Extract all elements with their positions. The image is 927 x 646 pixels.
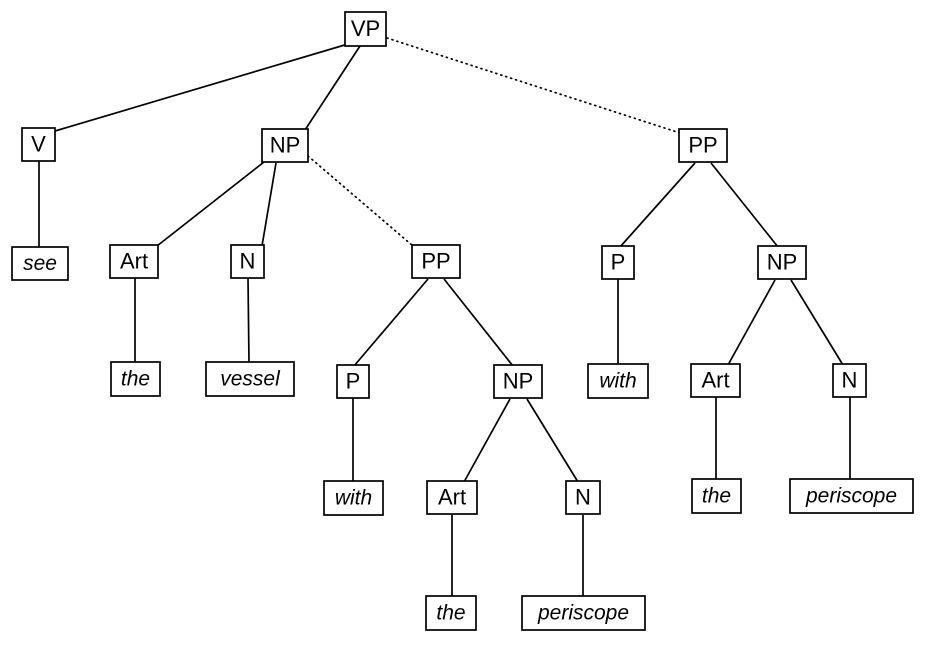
- node-label-v: V: [31, 131, 46, 156]
- category-node-v[interactable]: V: [21, 127, 56, 162]
- node-label-np_right: NP: [767, 249, 798, 274]
- node-box-see: [11, 246, 69, 281]
- node-box-p_right: [601, 245, 635, 280]
- category-node-vp[interactable]: VP: [344, 11, 387, 47]
- node-box-pp_mid: [411, 244, 461, 279]
- category-node-art_r[interactable]: Art: [690, 363, 741, 398]
- category-node-n1[interactable]: N: [230, 244, 265, 279]
- node-box-with_r: [587, 363, 649, 399]
- node-label-p_mid: P: [346, 368, 361, 393]
- edges-layer: [38, 37, 851, 597]
- node-label-n1: N: [240, 248, 256, 273]
- category-node-np_mid[interactable]: NP: [493, 364, 543, 399]
- leaf-node-the_m[interactable]: the: [425, 595, 477, 631]
- node-label-n_m: N: [575, 484, 591, 509]
- tree-edge-pp_right-np_right: [710, 162, 779, 248]
- node-label-see: see: [23, 252, 57, 275]
- tree-edge-np1-pp_mid: [307, 155, 414, 247]
- node-label-vp: VP: [351, 16, 380, 41]
- category-node-pp_mid[interactable]: PP: [411, 244, 461, 279]
- node-box-n_r: [832, 363, 867, 398]
- node-box-the_r: [691, 478, 742, 514]
- tree-edge-pp_mid-np_mid: [443, 278, 514, 367]
- node-box-periscope_m: [521, 595, 646, 631]
- category-node-art_m[interactable]: Art: [426, 480, 478, 515]
- tree-edge-vp-v: [54, 43, 349, 132]
- tree-edge-np1-art1: [156, 161, 265, 247]
- node-box-the_m: [425, 595, 477, 631]
- tree-edge-np_right-art_r: [727, 279, 776, 366]
- node-label-np_mid: NP: [503, 368, 534, 393]
- category-node-pp_right[interactable]: PP: [678, 128, 728, 163]
- category-node-np1[interactable]: NP: [261, 128, 309, 163]
- leaf-node-with_m[interactable]: with: [323, 480, 384, 516]
- node-box-n_m: [565, 480, 601, 515]
- tree-edge-vp-pp_right: [386, 37, 681, 134]
- node-box-np1: [261, 128, 309, 163]
- tree-edge-n1-vessel: [247, 277, 250, 364]
- category-node-n_m[interactable]: N: [565, 480, 601, 515]
- leaf-node-see[interactable]: see: [11, 246, 69, 281]
- category-node-p_right[interactable]: P: [601, 245, 635, 280]
- node-box-art_r: [690, 363, 741, 398]
- tree-edge-np_right-n_r: [790, 279, 844, 366]
- node-box-art1: [109, 244, 159, 279]
- leaf-node-periscope_r[interactable]: periscope: [789, 478, 914, 514]
- node-label-periscope_r: periscope: [805, 485, 897, 508]
- category-node-np_right[interactable]: NP: [757, 245, 807, 280]
- category-node-n_r[interactable]: N: [832, 363, 867, 398]
- node-label-pp_right: PP: [688, 132, 717, 157]
- node-box-pp_right: [678, 128, 728, 163]
- category-node-art1[interactable]: Art: [109, 244, 159, 279]
- node-label-art1: Art: [120, 248, 148, 273]
- node-label-with_m: with: [335, 487, 372, 510]
- leaf-node-the1[interactable]: the: [110, 361, 161, 397]
- tree-edge-pp_mid-p_mid: [353, 278, 429, 367]
- node-label-art_m: Art: [438, 484, 466, 509]
- node-label-the_r: the: [702, 485, 731, 508]
- node-box-n1: [230, 244, 265, 279]
- node-box-with_m: [323, 480, 384, 516]
- node-label-the1: the: [121, 368, 150, 391]
- node-box-v: [21, 127, 56, 162]
- node-box-vp: [344, 11, 387, 47]
- tree-edge-np_mid-n_m: [526, 398, 579, 483]
- node-label-p_right: P: [611, 249, 626, 274]
- tree-edge-np1-n1: [261, 162, 277, 247]
- node-label-periscope_m: periscope: [537, 602, 629, 625]
- tree-edge-vp-np1: [304, 45, 361, 131]
- node-label-vessel: vessel: [220, 368, 281, 391]
- node-label-art_r: Art: [701, 367, 729, 392]
- node-box-np_right: [757, 245, 807, 280]
- leaf-node-with_r[interactable]: with: [587, 363, 649, 399]
- leaf-node-the_r[interactable]: the: [691, 478, 742, 514]
- leaf-node-vessel[interactable]: vessel: [205, 361, 295, 397]
- tree-edge-pp_right-p_right: [619, 162, 696, 248]
- node-box-vessel: [205, 361, 295, 397]
- node-box-np_mid: [493, 364, 543, 399]
- node-label-np1: NP: [270, 132, 301, 157]
- node-label-pp_mid: PP: [421, 248, 450, 273]
- node-box-art_m: [426, 480, 478, 515]
- node-label-n_r: N: [842, 367, 858, 392]
- leaf-node-periscope_m[interactable]: periscope: [521, 595, 646, 631]
- node-label-with_r: with: [599, 370, 636, 393]
- node-label-the_m: the: [436, 602, 465, 625]
- node-box-periscope_r: [789, 478, 914, 514]
- node-box-p_mid: [336, 364, 370, 399]
- category-node-p_mid[interactable]: P: [336, 364, 370, 399]
- node-box-the1: [110, 361, 161, 397]
- tree-edge-np_mid-art_m: [463, 398, 511, 483]
